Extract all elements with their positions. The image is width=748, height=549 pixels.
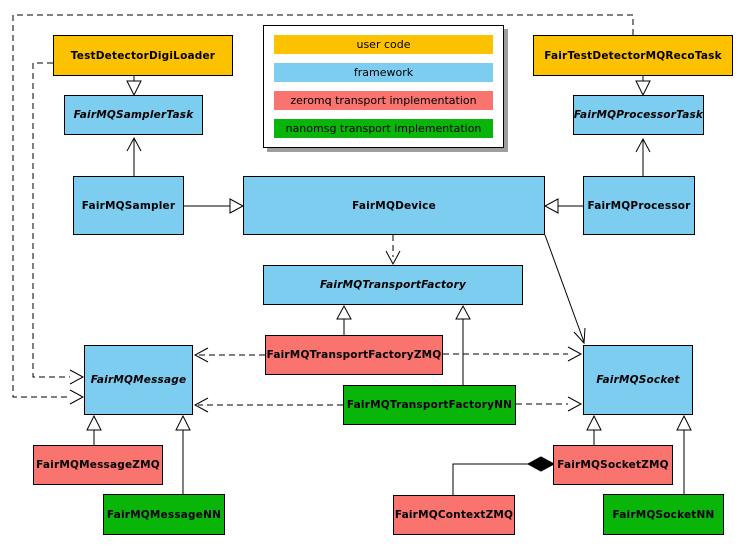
- node-fairmqsocket: FairMQSocket: [583, 345, 693, 415]
- legend-item-framework: framework: [274, 63, 493, 82]
- node-label: FairMQContextZMQ: [394, 509, 514, 521]
- node-label: FairMQProcessorTask: [573, 109, 704, 121]
- node-fairmqtransportfactory: FairMQTransportFactory: [263, 265, 523, 305]
- edge-fairmqsocketnn-fairmqsocket: [676, 414, 692, 494]
- node-fairmqmessagenn: FairMQMessageNN: [103, 494, 225, 535]
- edge-testdetectordigiloader-fairmqsamplertask: [126, 76, 142, 97]
- node-label: FairMQProcessor: [587, 199, 691, 212]
- node-label: TestDetectorDigiLoader: [70, 49, 216, 62]
- node-label: FairTestDetectorMQRecoTask: [544, 49, 722, 62]
- legend-item-zeromq: zeromq transport implementation: [274, 91, 493, 110]
- edge-fairmqtransportfactoryzmq-fairmqsocket: [443, 346, 583, 362]
- node-label: FairMQSamplerTask: [73, 109, 194, 121]
- legend: user code framework zeromq transport imp…: [263, 25, 504, 148]
- edge-fairmqtransportfactorynn-fairmqmessage: [193, 397, 343, 413]
- edge-fairmqtransportfactoryzmq-fairmqtransportfactory: [336, 304, 352, 335]
- node-fairtestdetectormqrecotask: FairTestDetectorMQRecoTask: [533, 35, 733, 76]
- node-label: FairMQSocket: [596, 374, 680, 386]
- edge-fairmqtransportfactorynn-fairmqtransportfactory: [455, 304, 471, 385]
- edge-fairmqdevice-fairmqtransportfactory: [385, 235, 401, 266]
- node-label: FairMQSampler: [81, 199, 176, 212]
- edge-fairmqprocessor-fairmqdevice: [543, 198, 583, 214]
- edge-fairtestdetectormqrecotask-fairmqmessage: [12, 14, 634, 405]
- edge-fairmqmessagenn-fairmqmessage: [175, 414, 191, 494]
- node-label: FairMQTransportFactoryZMQ: [266, 349, 442, 361]
- node-fairmqprocessortask: FairMQProcessorTask: [573, 95, 704, 135]
- node-label: FairMQTransportFactoryNN: [346, 399, 513, 411]
- node-fairmqprocessor: FairMQProcessor: [583, 176, 695, 235]
- edge-fairmqsampler-fairmqsamplertask: [126, 136, 142, 176]
- edge-fairmqdevice-fairmqsocket: [544, 234, 586, 345]
- edge-fairmqmessagezmq-fairmqmessage: [86, 414, 102, 445]
- node-fairmqsamplertask: FairMQSamplerTask: [64, 95, 203, 135]
- node-fairmqsampler: FairMQSampler: [73, 176, 184, 235]
- edge-fairtestdetectormqrecotask-fairmqprocessortask: [635, 76, 651, 97]
- node-label: FairMQMessageZMQ: [36, 459, 160, 471]
- edge-fairmqprocessor-fairmqprocessortask: [635, 137, 651, 176]
- node-fairmqdevice: FairMQDevice: [243, 176, 545, 235]
- edge-fairmqsocketzmq-fairmqsocket: [586, 414, 602, 445]
- node-fairmqtransportfactoryzmq: FairMQTransportFactoryZMQ: [265, 335, 443, 375]
- node-label: FairMQMessage: [90, 374, 187, 386]
- node-fairmqsocketnn: FairMQSocketNN: [603, 494, 724, 535]
- node-testdetectordigiloader: TestDetectorDigiLoader: [53, 35, 233, 76]
- edge-fairmqsampler-fairmqdevice: [184, 198, 245, 214]
- node-label: FairMQSocketZMQ: [557, 459, 669, 471]
- edge-fairmqtransportfactorynn-fairmqsocket: [516, 396, 583, 412]
- node-label: FairMQDevice: [352, 199, 436, 212]
- node-fairmqmessagezmq: FairMQMessageZMQ: [33, 445, 163, 485]
- node-label: FairMQTransportFactory: [319, 279, 467, 291]
- edge-fairmqtransportfactoryzmq-fairmqmessage: [193, 347, 265, 363]
- node-label: FairMQMessageNN: [106, 508, 222, 521]
- node-fairmqcontextzmq: FairMQContextZMQ: [393, 495, 515, 535]
- legend-item-nanomsg: nanomsg transport implementation: [274, 119, 493, 138]
- node-fairmqtransportfactorynn: FairMQTransportFactoryNN: [343, 385, 516, 425]
- edge-testdetectordigiloader-fairmqmessage: [32, 62, 85, 385]
- node-fairmqsocketzmq: FairMQSocketZMQ: [553, 445, 673, 485]
- node-label: FairMQSocketNN: [612, 508, 715, 521]
- node-fairmqmessage: FairMQMessage: [84, 345, 193, 415]
- edge-fairmqcontextzmq-fairmqsocketzmq: [452, 456, 556, 495]
- legend-item-user-code: user code: [274, 35, 493, 54]
